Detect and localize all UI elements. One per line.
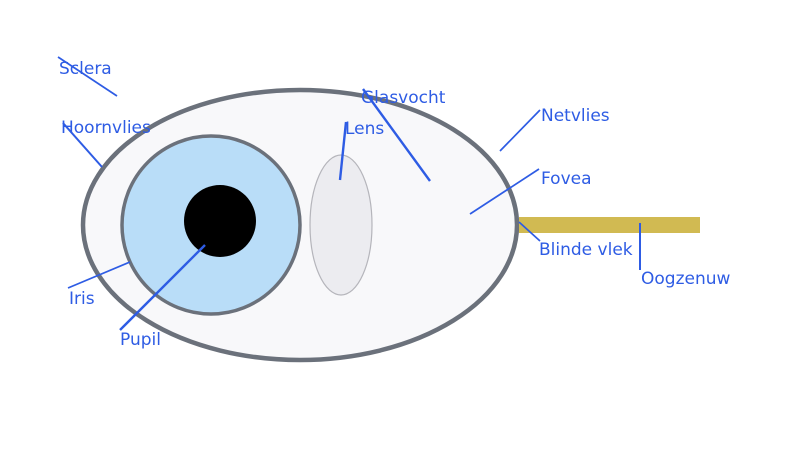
leader-fovea-line: [469, 168, 540, 215]
leader-pupil-line: [119, 244, 206, 331]
leader-netvlies-line: [499, 109, 541, 152]
label-pupil: Pupil: [120, 330, 161, 350]
iris-shape: [120, 134, 302, 316]
leader-blinde-vlek-line: [518, 221, 541, 242]
label-lens: Lens: [345, 119, 385, 139]
label-netvlies: Netvlies: [541, 106, 610, 126]
pupil-shape: [184, 185, 256, 257]
label-hoornvlies: Hoornvlies: [61, 118, 151, 138]
leader-iris-line: [67, 261, 131, 289]
label-sclera: Sclera: [59, 59, 112, 79]
optic-nerve-shape: [519, 217, 700, 233]
label-oogzenuw: Oogzenuw: [641, 269, 731, 289]
lens-shape: [309, 154, 373, 296]
label-glasvocht: Glasvocht: [361, 88, 446, 108]
label-fovea: Fovea: [541, 169, 592, 189]
label-iris: Iris: [69, 289, 95, 309]
label-blinde-vlek: Blinde vlek: [539, 240, 633, 260]
